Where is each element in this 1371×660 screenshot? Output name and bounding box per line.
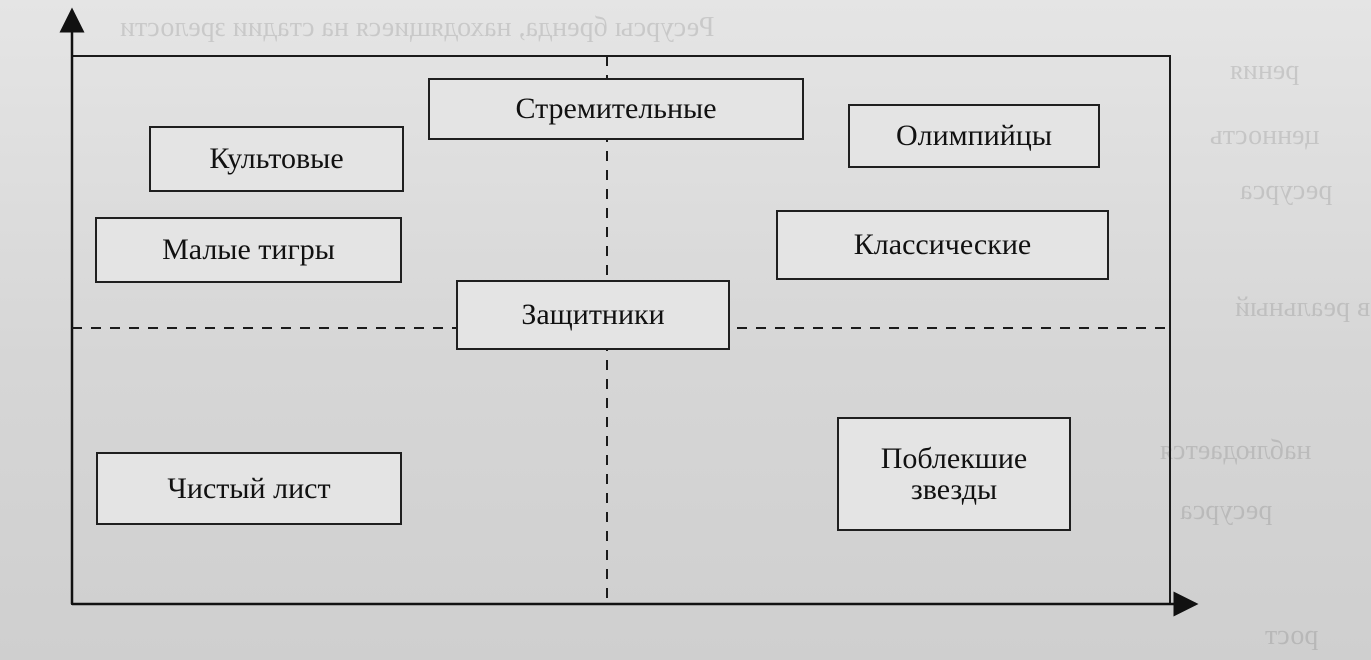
box-malye-tigry: Малые тигры (95, 217, 402, 283)
box-kultovye: Культовые (149, 126, 404, 192)
box-chistyy-list: Чистый лист (96, 452, 402, 525)
box-stremitelnye: Стремительные (428, 78, 804, 140)
box-poblekshie-zvezdy: Поблекшие звезды (837, 417, 1071, 531)
box-zashchitniki: Защитники (456, 280, 730, 350)
box-olimpiytsy: Олимпийцы (848, 104, 1100, 168)
box-klassicheskie: Классические (776, 210, 1109, 280)
